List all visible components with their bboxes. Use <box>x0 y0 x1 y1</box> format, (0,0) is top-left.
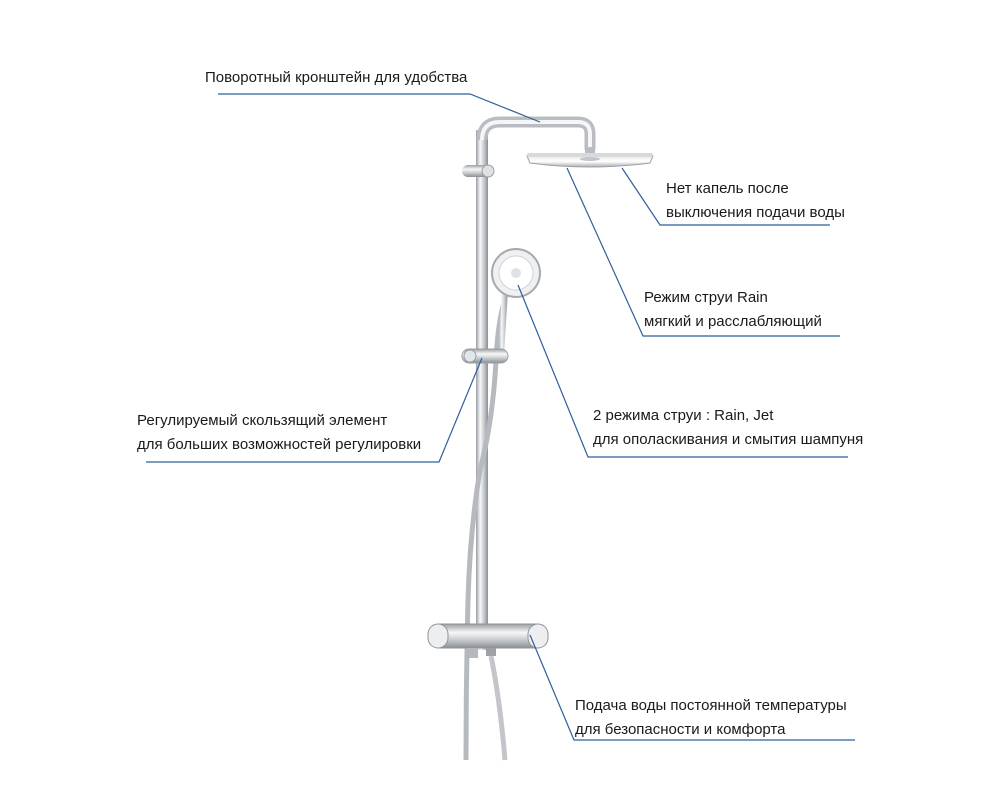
leader-rain-mode <box>566 167 840 337</box>
callout-leader-lines <box>146 93 855 741</box>
leader-no-drip <box>621 167 830 226</box>
callout-slider-line-1: Регулируемый скользящий элемент <box>137 412 388 429</box>
leader-swivel-arm <box>218 93 541 123</box>
callout-slider-line-2: для больших возможностей регулировки <box>137 436 422 453</box>
adjustable-slider <box>461 348 509 364</box>
callout-rain-mode-line-1: Режим струи Rain <box>644 289 768 306</box>
wall-bracket-top <box>462 164 495 178</box>
callout-hand-shower: 2 режима струи : Rain, Jet для ополаскив… <box>593 404 863 452</box>
callout-rain-mode: Режим струи Rain мягкий и расслабляющий <box>644 286 822 334</box>
leader-slider <box>146 357 483 463</box>
callout-no-drip-line-2: выключения подачи воды <box>666 204 845 221</box>
callout-slider: Регулируемый скользящий элемент для боль… <box>137 409 421 457</box>
callout-thermostat-line-1: Подача воды постоянной температуры <box>575 697 847 714</box>
callout-rain-mode-line-2: мягкий и расслабляющий <box>644 313 822 330</box>
callout-hand-shower-line-1: 2 режима струи : Rain, Jet <box>593 407 774 424</box>
callout-no-drip: Нет капель после выключения подачи воды <box>666 177 845 225</box>
callout-thermostat: Подача воды постоянной температуры для б… <box>575 694 847 742</box>
leader-thermostat <box>529 634 855 741</box>
thermostat-mixer <box>427 623 549 658</box>
callout-thermostat-line-2: для безопасности и комфорта <box>575 721 786 738</box>
shower-hose <box>488 655 508 761</box>
callout-hand-shower-line-2: для ополаскивания и смытия шампуня <box>593 431 864 448</box>
callout-no-drip-line-1: Нет капель после <box>666 180 789 197</box>
rain-shower-head <box>526 147 654 168</box>
leader-hand-shower <box>517 284 848 458</box>
callout-swivel-arm: Поворотный кронштейн для удобства <box>205 66 467 90</box>
shower-arm <box>476 116 596 650</box>
callout-swivel-arm-line-1: Поворотный кронштейн для удобства <box>205 69 468 86</box>
